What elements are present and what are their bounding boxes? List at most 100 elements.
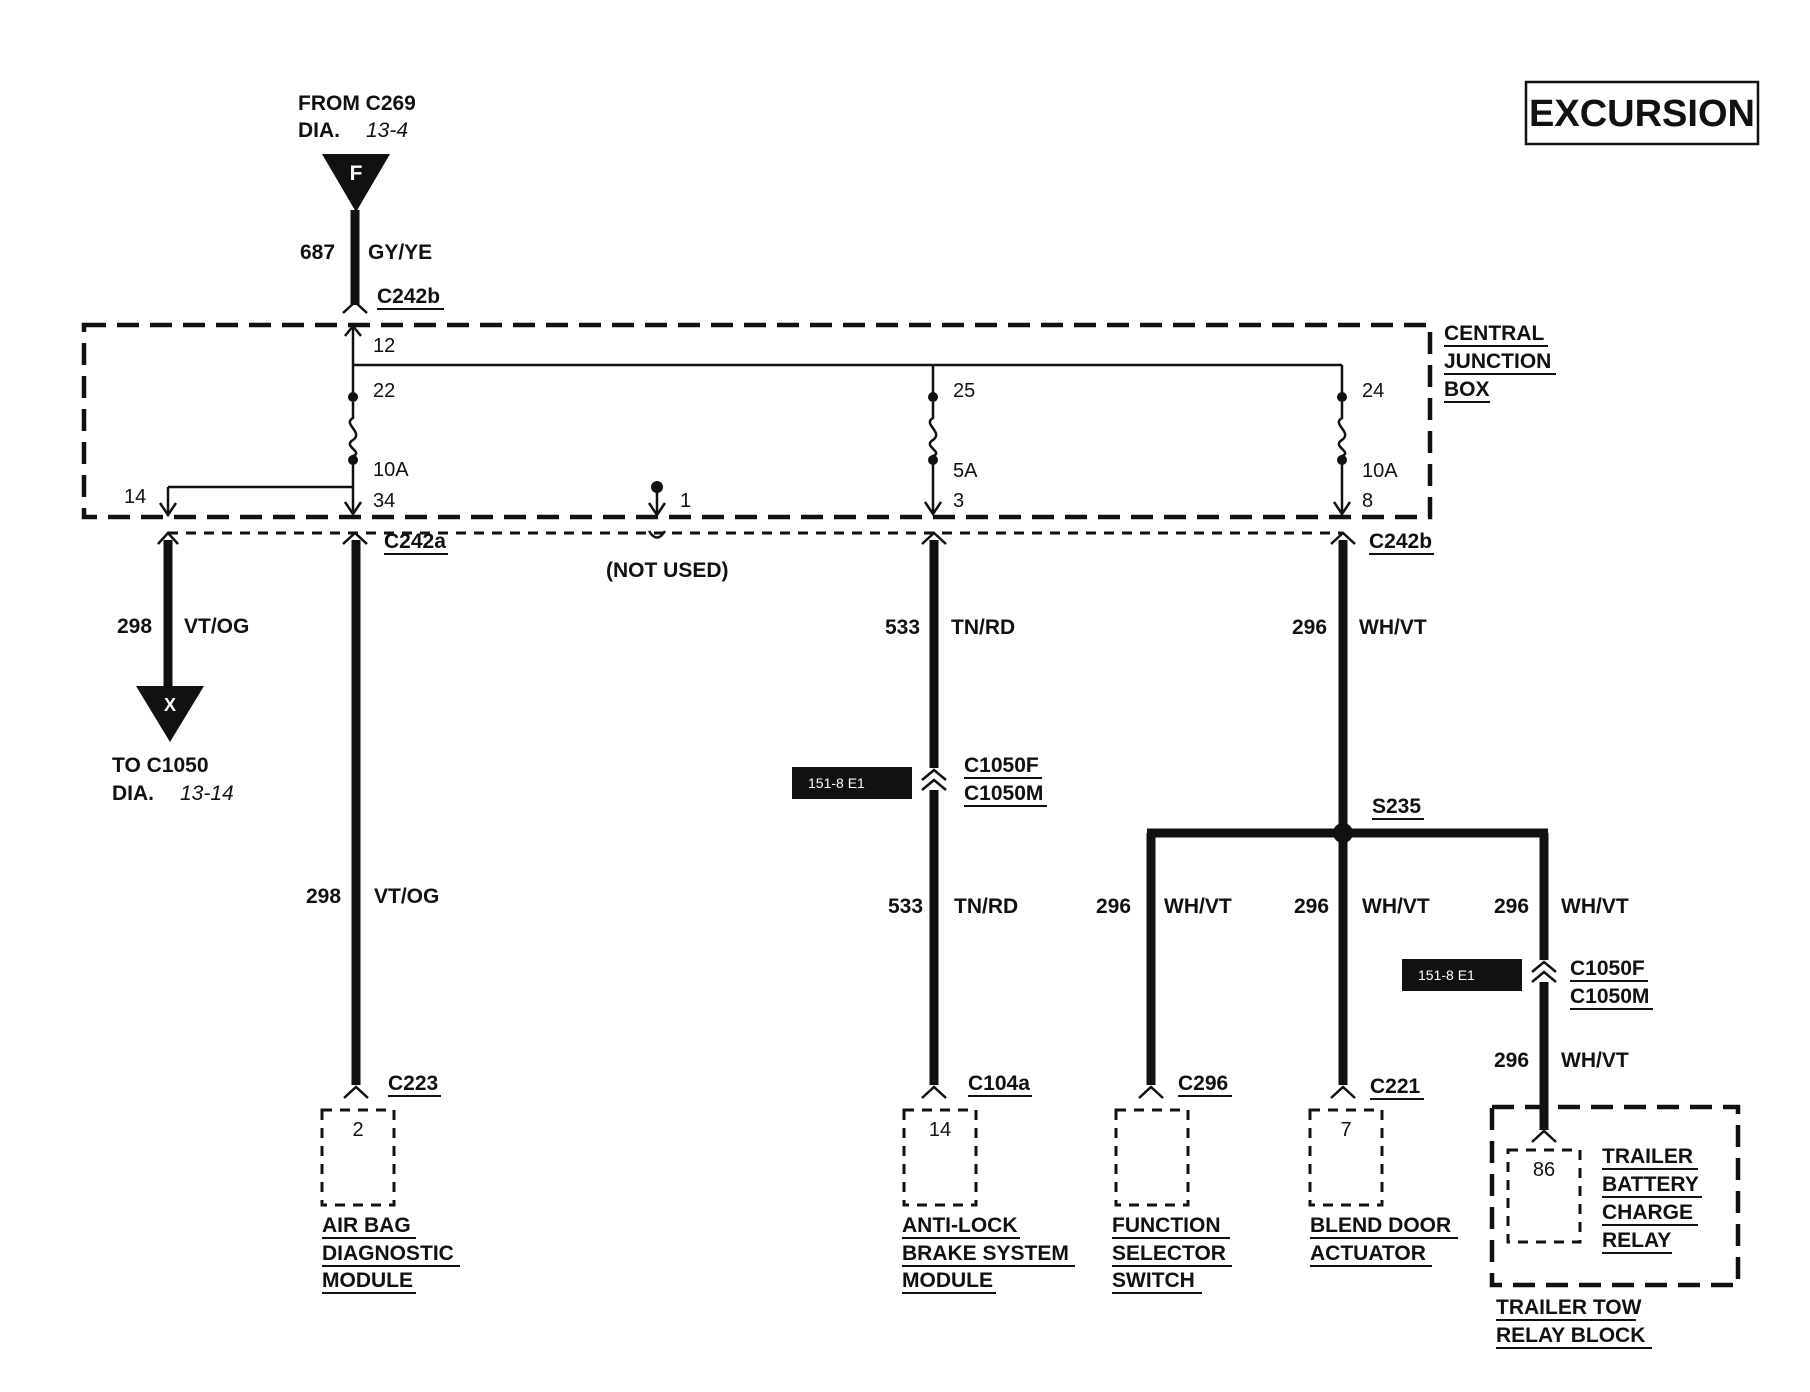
tag-text-a: 151-8 E1 — [808, 775, 865, 791]
wire-296-relay: 296 WH/VT C1050F C1050M 151-8 E1 296 WH/… — [1402, 833, 1653, 1130]
connector-c104a: C104a — [968, 1072, 1030, 1095]
pin-1: 1 — [680, 490, 691, 512]
connector-c1050m-b: C1050M — [1570, 985, 1649, 1008]
wire-298-to-c1050: 298 VT/OG X TO C1050 DIA. 13-14 — [112, 531, 249, 805]
relay-block-label-2: RELAY BLOCK — [1496, 1324, 1645, 1347]
wire-533a-circuit: 533 — [885, 616, 920, 639]
blend-label-1: BLEND DOOR — [1310, 1214, 1451, 1237]
airbag-pin: 2 — [352, 1119, 363, 1141]
cjb-label-1: CENTRAL — [1444, 322, 1544, 345]
connector-c296: C296 — [1178, 1072, 1228, 1095]
from-dia-label: DIA. — [298, 119, 340, 142]
wire-298b-circuit: 298 — [306, 885, 341, 908]
fuse-10a-right: 24 10A 8 — [1332, 380, 1398, 517]
airbag-module: 2 AIR BAG DIAGNOSTIC MODULE — [320, 1108, 460, 1294]
wire-533b-circuit: 533 — [888, 895, 923, 918]
wire-296b-circuit: 296 — [1096, 895, 1131, 918]
pin-24: 24 — [1362, 380, 1384, 402]
from-label: FROM C269 — [298, 92, 416, 115]
wire-296a-color: WH/VT — [1359, 616, 1427, 639]
wire-687: 687 GY/YE C242b — [300, 210, 444, 314]
wire-296-function: 296 WH/VT C296 FUNCTION SELECTOR SWITCH — [1096, 833, 1232, 1294]
wire-687-circuit: 687 — [300, 241, 335, 264]
blend-pin: 7 — [1340, 1119, 1351, 1141]
function-label-2: SELECTOR — [1112, 1242, 1226, 1265]
connector-c1050m-a: C1050M — [964, 782, 1043, 805]
abs-label-3: MODULE — [902, 1269, 993, 1292]
from-reference: FROM C269 DIA. 13-4 F — [298, 92, 416, 212]
wire-298a-color: VT/OG — [184, 615, 249, 638]
connector-c242a: C242a — [384, 530, 446, 553]
cjb-internal-bus: 12 — [344, 323, 1344, 395]
function-label-3: SWITCH — [1112, 1269, 1195, 1292]
fuse-10a-left: 22 10A 34 14 — [124, 380, 409, 518]
connector-c242-bottom: C242a C242b — [168, 530, 1434, 555]
from-dia-ref: 13-4 — [366, 119, 408, 142]
excursion-badge: EXCURSION — [1524, 80, 1760, 146]
wire-296a-circuit: 296 — [1292, 616, 1327, 639]
wire-533b-color: TN/RD — [954, 895, 1018, 918]
airbag-label-2: DIAGNOSTIC — [322, 1242, 454, 1265]
tag-text-b: 151-8 E1 — [1418, 967, 1475, 983]
fuse-rating-middle: 5A — [953, 460, 978, 482]
wire-298a-circuit: 298 — [117, 615, 152, 638]
wire-296e-color: WH/VT — [1561, 1049, 1629, 1072]
wire-296b-color: WH/VT — [1164, 895, 1232, 918]
cjb-label-3: BOX — [1444, 378, 1490, 401]
to-symbol: X — [164, 695, 176, 715]
pin-25: 25 — [953, 380, 975, 402]
wire-298-to-airbag: 298 VT/OG C223 — [306, 531, 441, 1099]
cjb-label-2: JUNCTION — [1444, 350, 1551, 373]
fuse-5a: 25 5A 3 — [923, 380, 978, 517]
relay-label-4: RELAY — [1602, 1229, 1671, 1252]
pin-1-not-used: 1 (NOT USED) — [606, 481, 729, 582]
pin-14: 14 — [124, 486, 146, 508]
from-symbol: F — [350, 162, 363, 185]
wire-296-trunk: 296 WH/VT S235 — [1147, 531, 1548, 843]
wire-687-color: GY/YE — [368, 241, 432, 264]
from-triangle-icon — [322, 154, 390, 212]
relay-label-3: CHARGE — [1602, 1201, 1693, 1224]
connector-c1050f-b: C1050F — [1570, 957, 1645, 980]
connector-c242b-top: C242b — [377, 285, 440, 308]
wire-296c-circuit: 296 — [1294, 895, 1329, 918]
wire-533: 533 TN/RD 533 TN/RD C1050F C1050M 151-8 … — [792, 531, 1047, 1099]
to-dia-ref: 13-14 — [180, 782, 234, 805]
connector-c242b-bottom: C242b — [1369, 530, 1432, 553]
abs-pin: 14 — [929, 1119, 951, 1141]
splice-s235: S235 — [1372, 795, 1421, 818]
central-junction-box: CENTRAL JUNCTION BOX — [81, 322, 1556, 520]
airbag-label-1: AIR BAG — [322, 1214, 411, 1237]
wire-298b-color: VT/OG — [374, 885, 439, 908]
fuse-rating-right: 10A — [1362, 460, 1398, 482]
relay-label-2: BATTERY — [1602, 1173, 1699, 1196]
wire-296c-color: WH/VT — [1362, 895, 1430, 918]
relay-label-1: TRAILER — [1602, 1145, 1693, 1168]
wire-296e-circuit: 296 — [1494, 1049, 1529, 1072]
to-label: TO C1050 — [112, 754, 209, 777]
pin-8: 8 — [1362, 490, 1373, 512]
relay-pin: 86 — [1533, 1159, 1555, 1181]
tag-151-8-e1-a — [792, 767, 912, 799]
not-used-label: (NOT USED) — [606, 559, 729, 582]
pin-34: 34 — [373, 490, 395, 512]
airbag-label-3: MODULE — [322, 1269, 413, 1292]
tag-151-8-e1-b — [1402, 959, 1522, 991]
pin-3: 3 — [953, 490, 964, 512]
abs-label-1: ANTI-LOCK — [902, 1214, 1017, 1237]
wire-296d-color: WH/VT — [1561, 895, 1629, 918]
blend-label-2: ACTUATOR — [1310, 1242, 1426, 1265]
wire-296-blend: 296 WH/VT C221 7 BLEND DOOR ACTUATOR — [1294, 840, 1458, 1267]
to-triangle-icon — [136, 686, 204, 742]
trailer-tow-relay-block: 86 TRAILER BATTERY CHARGE RELAY TRAILER … — [1489, 1104, 1741, 1349]
abs-module: 14 ANTI-LOCK BRAKE SYSTEM MODULE — [902, 1108, 1075, 1294]
connector-c1050f-a: C1050F — [964, 754, 1039, 777]
connector-c221: C221 — [1370, 1075, 1421, 1098]
to-dia-label: DIA. — [112, 782, 154, 805]
pin-22: 22 — [373, 380, 395, 402]
pin-12: 12 — [373, 335, 395, 357]
fuse-rating-left: 10A — [373, 459, 409, 481]
badge-text: EXCURSION — [1529, 93, 1755, 135]
function-label-1: FUNCTION — [1112, 1214, 1221, 1237]
